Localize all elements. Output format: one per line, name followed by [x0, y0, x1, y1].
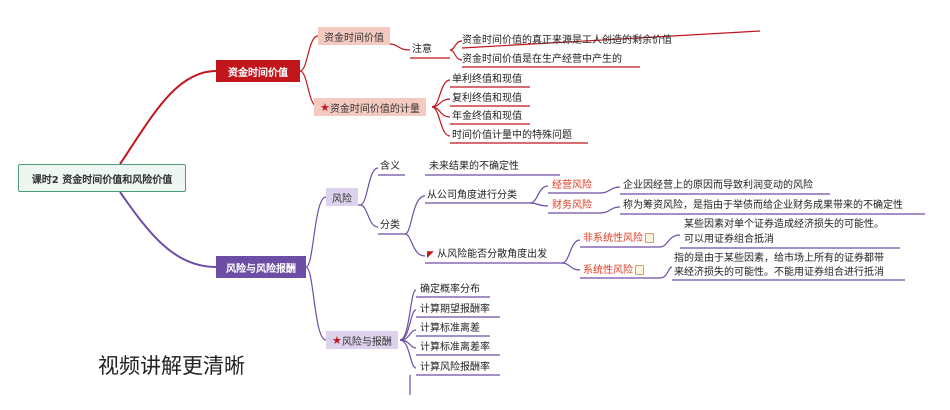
- note-item-2[interactable]: 资金时间价值是在生产经营中产生的: [462, 54, 622, 65]
- unsystematic-risk-label: 非系统性风险: [583, 233, 643, 244]
- financial-risk-label[interactable]: 财务风险: [552, 200, 592, 211]
- subtopic-time-value-measure[interactable]: ★ 资金时间价值的计量: [314, 98, 426, 116]
- note-icon: [645, 233, 654, 243]
- systematic-risk[interactable]: 系统性风险: [583, 264, 644, 278]
- reward-item-2[interactable]: 计算期望报酬率: [420, 304, 490, 315]
- operating-risk-label[interactable]: 经营风险: [552, 180, 592, 191]
- unsystematic-desc-1[interactable]: 某些因素对单个证券造成经济损失的可能性。: [684, 219, 884, 230]
- subtopic-time-value-concept-label: 资金时间价值: [324, 32, 384, 44]
- measure-item-2[interactable]: 复利终值和现值: [452, 93, 522, 104]
- main-topic-time-value-label: 资金时间价值: [228, 67, 288, 79]
- link-root-time-value: [119, 70, 217, 165]
- root-topic[interactable]: 课时2 资金时间价值和风险价值: [18, 164, 186, 192]
- diversify-perspective[interactable]: ◤ 从风险能否分散角度出发: [427, 248, 547, 262]
- unsystematic-desc-2[interactable]: 可以用证券组合抵消: [684, 234, 774, 245]
- video-caption: 视频讲解更清晰: [98, 354, 245, 378]
- subtopic-reward[interactable]: ★ 风险与报酬: [326, 331, 398, 349]
- note-icon: [635, 265, 644, 275]
- subtopic-time-value-measure-label: 资金时间价值的计量: [329, 103, 420, 115]
- subtopic-risk[interactable]: 风险: [326, 188, 358, 206]
- star-icon: ★: [320, 100, 330, 114]
- financial-risk-desc[interactable]: 称为筹资风险，是指由于举债而给企业财务成果带来的不确定性: [623, 200, 903, 211]
- star-icon: ★: [332, 333, 342, 347]
- systematic-desc-2[interactable]: 来经济损失的可能性。不能用证券组合进行抵消: [674, 267, 884, 278]
- subtopic-risk-label: 风险: [332, 193, 352, 205]
- diversify-perspective-label: 从风险能否分散角度出发: [437, 249, 548, 260]
- measure-item-3[interactable]: 年金终值和现值: [452, 111, 522, 122]
- main-topic-time-value[interactable]: 资金时间价值: [216, 60, 300, 82]
- reward-item-5[interactable]: 计算风险报酬率: [420, 362, 490, 373]
- operating-risk-desc[interactable]: 企业因经营上的原因而导致利润变动的风险: [623, 180, 813, 191]
- note-label[interactable]: 注意: [412, 44, 432, 55]
- root-topic-label: 课时2 资金时间价值和风险价值: [31, 174, 173, 186]
- measure-item-4[interactable]: 时间价值计量中的特殊问题: [452, 130, 572, 141]
- main-topic-risk-label: 风险与风险报酬: [226, 263, 296, 275]
- measure-item-1[interactable]: 单利终值和现值: [452, 74, 522, 85]
- systematic-risk-label: 系统性风险: [583, 265, 633, 276]
- main-topic-risk[interactable]: 风险与风险报酬: [216, 256, 306, 278]
- systematic-desc-1[interactable]: 指的是由于某些因素，给市场上所有的证券都带: [674, 253, 884, 264]
- meaning-label[interactable]: 含义: [380, 161, 400, 172]
- note-item-1[interactable]: 资金时间价值的真正来源是工人创造的剩余价值: [462, 35, 672, 46]
- reward-item-1[interactable]: 确定概率分布: [420, 284, 480, 295]
- classification-label[interactable]: 分类: [380, 220, 400, 231]
- company-perspective-label[interactable]: 从公司角度进行分类: [427, 190, 517, 201]
- reward-item-4[interactable]: 计算标准离差率: [420, 342, 490, 353]
- reward-item-3[interactable]: 计算标准离差: [420, 323, 480, 334]
- subtopic-reward-label: 风险与报酬: [341, 336, 392, 348]
- meaning-value[interactable]: 未来结果的不确定性: [429, 161, 519, 172]
- link-root-risk: [119, 191, 217, 268]
- flag-icon: ◤: [427, 250, 434, 260]
- subtopic-time-value-concept[interactable]: 资金时间价值: [318, 27, 390, 45]
- unsystematic-risk[interactable]: 非系统性风险: [583, 232, 654, 246]
